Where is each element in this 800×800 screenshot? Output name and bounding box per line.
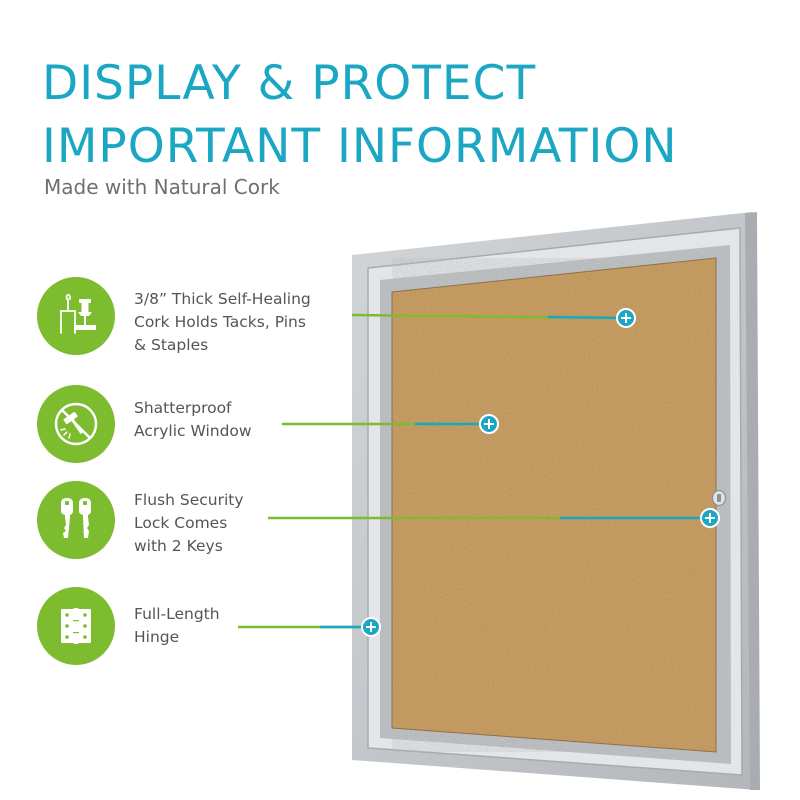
- feature-hinge-line-1: Full-Length: [134, 605, 220, 623]
- feature-window-line-2: Acrylic Window: [134, 422, 252, 440]
- headline-line-1: DISPLAY & PROTECT: [42, 56, 537, 111]
- headline-line-2: IMPORTANT INFORMATION: [42, 119, 678, 174]
- feature-cork-line-1: 3/8” Thick Self-Healing: [134, 290, 311, 308]
- feature-cork-line-3: & Staples: [134, 336, 209, 354]
- feature-window-line-1: Shatterproof: [134, 399, 232, 417]
- feature-cork-line-2: Cork Holds Tacks, Pins: [134, 313, 306, 331]
- feature-label-hinge: Full-Length Hinge: [134, 603, 220, 649]
- case-frame-side: [745, 212, 760, 790]
- feature-lock-line-2: Lock Comes: [134, 514, 228, 532]
- feature-badge-lock: [37, 481, 115, 559]
- subtitle: Made with Natural Cork: [44, 175, 280, 199]
- feature-hinge-line-2: Hinge: [134, 628, 180, 646]
- pushpin-icon: [60, 293, 96, 334]
- cork-board: [392, 258, 716, 752]
- keys-icon: [61, 498, 91, 538]
- lock-icon: [711, 489, 727, 507]
- feature-label-lock: Flush Security Lock Comes with 2 Keys: [134, 489, 244, 558]
- plus-marker-window[interactable]: [479, 414, 499, 434]
- headline: DISPLAY & PROTECT IMPORTANT INFORMATION: [42, 52, 678, 178]
- callout-line-cork: [351, 313, 627, 320]
- no-hammer-icon: [54, 402, 98, 446]
- feature-label-cork: 3/8” Thick Self-Healing Cork Holds Tacks…: [134, 288, 311, 357]
- feature-badge-window: [37, 385, 115, 463]
- feature-lock-line-3: with 2 Keys: [134, 537, 223, 555]
- feature-badge-cork: [37, 277, 115, 355]
- plus-marker-lock[interactable]: [700, 508, 720, 528]
- feature-label-window: Shatterproof Acrylic Window: [134, 397, 252, 443]
- feature-badge-hinge: [37, 587, 115, 665]
- plus-marker-cork[interactable]: [616, 308, 636, 328]
- feature-lock-line-1: Flush Security: [134, 491, 244, 509]
- hinge-icon: [61, 608, 91, 644]
- plus-marker-hinge[interactable]: [361, 617, 381, 637]
